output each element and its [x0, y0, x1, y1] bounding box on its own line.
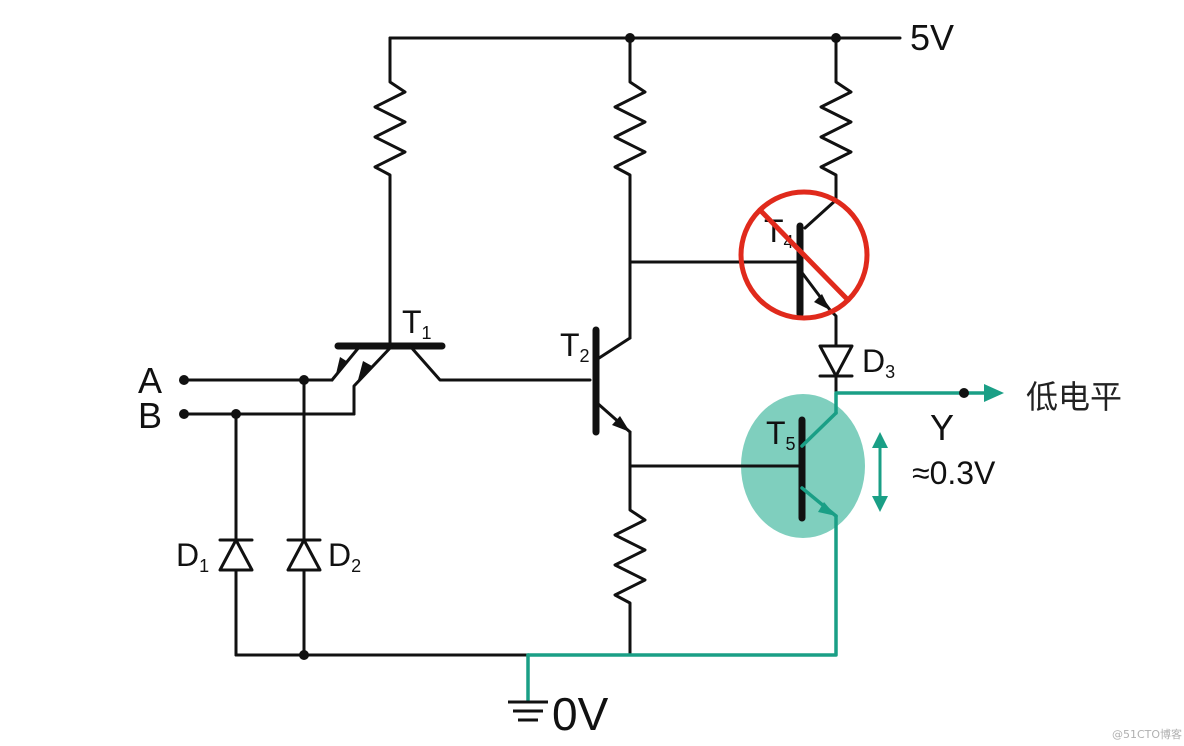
vce-arrow: [872, 432, 888, 512]
transistor-t2: [592, 326, 632, 468]
supply-rail: [388, 33, 902, 43]
diode-d3: [818, 344, 854, 395]
transistor-t1: [330, 342, 592, 416]
output-wire: [834, 384, 1004, 415]
diode-d1: [218, 412, 254, 657]
t2-label: T2: [560, 327, 590, 366]
ground-rail: [234, 514, 838, 702]
t4-disabled-prohibition-icon: [738, 189, 870, 321]
diode-d2: [286, 378, 322, 657]
resistor-r4: [803, 36, 853, 230]
d2-label: D2: [328, 537, 361, 576]
output-y-label: Y: [930, 407, 954, 448]
input-b-terminal: [179, 409, 356, 419]
input-b-label: B: [138, 395, 162, 436]
output-state-label: 低电平: [1026, 378, 1122, 416]
input-a-label: A: [138, 360, 162, 401]
ground-voltage-label: 0V: [552, 688, 609, 740]
t5-label: T5: [766, 415, 796, 454]
watermark: @51CTO博客: [1112, 727, 1182, 741]
transistor-t4: [796, 222, 838, 348]
supply-voltage-label: 5V: [910, 17, 954, 58]
resistor-r3: [613, 464, 647, 657]
transistor-t5: [798, 411, 838, 522]
ground-symbol: [508, 700, 548, 722]
resistor-r2: [613, 36, 647, 340]
d3-label: D3: [862, 343, 895, 382]
d1-label: D1: [176, 537, 209, 576]
input-a-terminal: [179, 375, 334, 385]
resistor-r1: [373, 36, 407, 347]
t1-label: T1: [402, 304, 432, 343]
output-voltage-label: ≈0.3V: [912, 455, 996, 491]
